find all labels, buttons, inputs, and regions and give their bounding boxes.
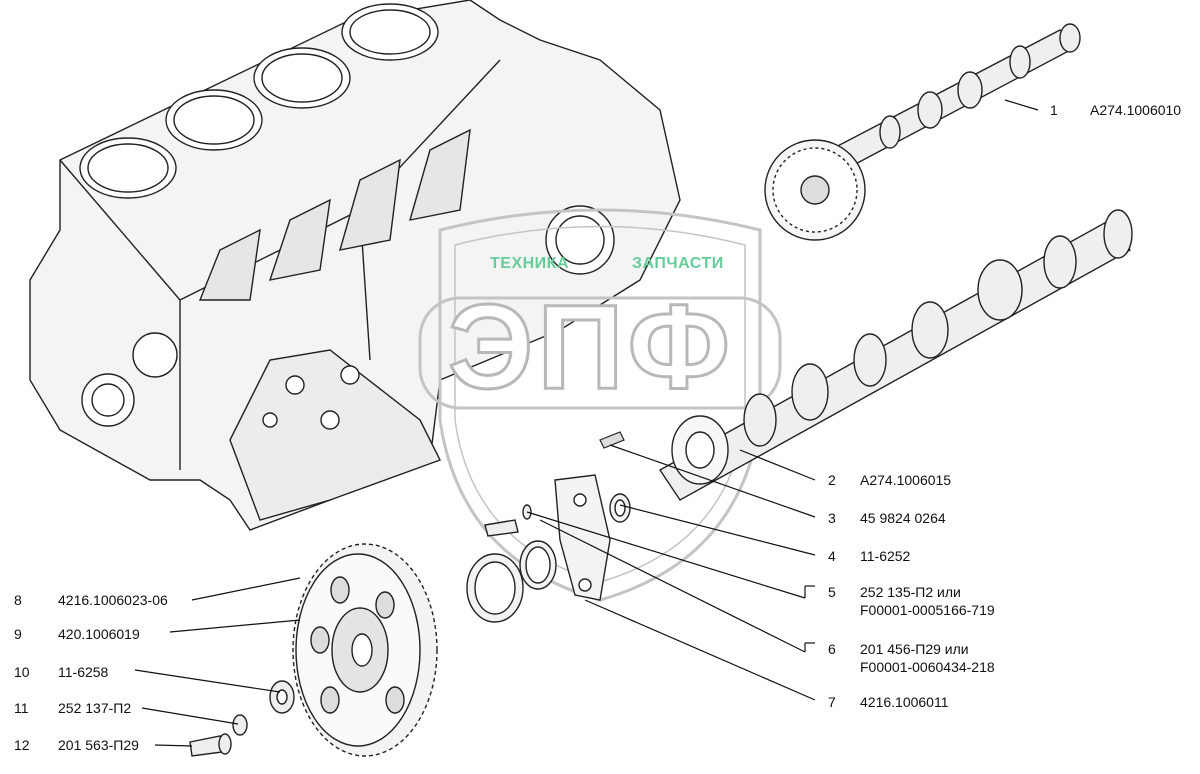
callout-part-code: 11-6258 (58, 664, 109, 680)
camshaft-1 (764, 23, 1081, 241)
callout-number: 5 (828, 584, 836, 600)
watermark-right-text: ЗАПЧАСТИ (632, 255, 724, 272)
callout-part-code: 4216.1006023-06 (58, 592, 168, 608)
callout-part-code: 252 137-П2 (58, 700, 132, 716)
lock-washer (232, 714, 248, 736)
callout-number: 2 (828, 472, 836, 488)
callout-number: 4 (828, 548, 836, 564)
callout-part-code: 11-6252 (860, 548, 911, 564)
watermark-left-text: ТЕХНИКА (490, 255, 569, 272)
thrust-washer (466, 553, 524, 623)
callout-part-code: А274.1006015 (860, 472, 952, 488)
spacer-ring (609, 493, 631, 523)
callout-part-code: 252 135-П2 или (860, 584, 961, 600)
callout-part-code-alt: F00001-0060434-218 (860, 659, 995, 675)
callout-number: 8 (14, 592, 22, 608)
gear-bolt (189, 733, 232, 757)
callout-part-code: А274.1006010 (1090, 102, 1182, 118)
callout-number: 1 (1050, 102, 1058, 118)
callout-part-code-alt: F00001-0005166-719 (860, 602, 995, 618)
camshaft-2 (658, 209, 1133, 501)
gear-washer (269, 680, 295, 714)
callout-number: 11 (14, 700, 29, 716)
engine-block (29, 0, 681, 531)
callout-part-code: 201 456-П29 или (860, 641, 969, 657)
callout-number: 3 (828, 510, 836, 526)
callout-number: 9 (14, 626, 22, 642)
leader-lines (134, 99, 1039, 747)
callout-number: 12 (14, 737, 30, 753)
watermark-logo: ЭПФ (446, 279, 735, 416)
key (599, 431, 625, 449)
thrust-flange (554, 474, 611, 601)
bolt-washer (484, 504, 532, 537)
callout-number: 7 (828, 694, 836, 710)
camshaft-gear (292, 543, 438, 757)
callout-part-code: 201 563-П29 (58, 737, 139, 753)
callout-part-code: 45 9824 0264 (860, 510, 946, 526)
seal-ring (519, 540, 557, 590)
callout-number: 6 (828, 641, 836, 657)
callout-part-code: 4216.1006011 (860, 694, 949, 710)
callout-number: 10 (14, 664, 30, 680)
callout-part-code: 420.1006019 (58, 626, 140, 642)
